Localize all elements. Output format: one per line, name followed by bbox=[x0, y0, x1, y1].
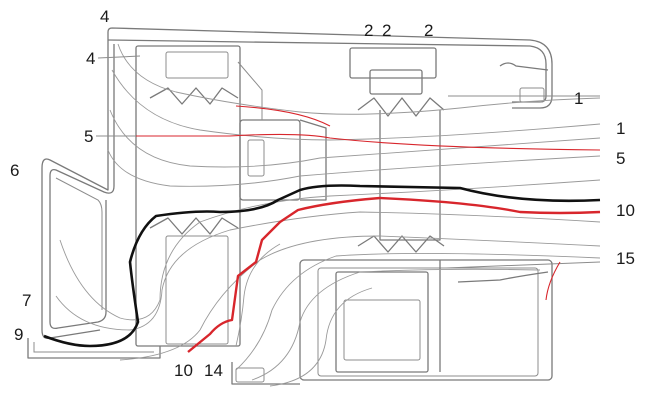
isotherm-10-black bbox=[43, 184, 601, 348]
label-10-right: 10 bbox=[616, 201, 635, 220]
labels: 4 4 5 6 7 9 10 14 2 2 2 1 1 5 10 15 bbox=[10, 7, 635, 380]
label-1-top: 1 bbox=[574, 89, 583, 108]
frame-profile bbox=[27, 27, 601, 385]
label-5-right: 5 bbox=[616, 149, 625, 168]
label-7: 7 bbox=[22, 291, 31, 310]
label-2-b: 2 bbox=[382, 21, 391, 40]
label-9: 9 bbox=[14, 325, 23, 344]
label-15: 15 bbox=[616, 249, 635, 268]
isotherms-grey bbox=[55, 43, 601, 387]
isotherm-10-red bbox=[187, 196, 601, 353]
label-10-bottom: 10 bbox=[174, 361, 193, 380]
label-14: 14 bbox=[204, 361, 223, 380]
label-4-upper: 4 bbox=[86, 49, 95, 68]
label-1-right: 1 bbox=[616, 119, 625, 138]
label-2-a: 2 bbox=[364, 21, 373, 40]
label-2-c: 2 bbox=[424, 21, 433, 40]
label-4-top: 4 bbox=[100, 7, 109, 26]
isotherm-5-thin-red bbox=[108, 105, 601, 301]
label-6: 6 bbox=[10, 161, 19, 180]
label-5-left: 5 bbox=[84, 127, 93, 146]
leader-lines bbox=[96, 55, 141, 137]
